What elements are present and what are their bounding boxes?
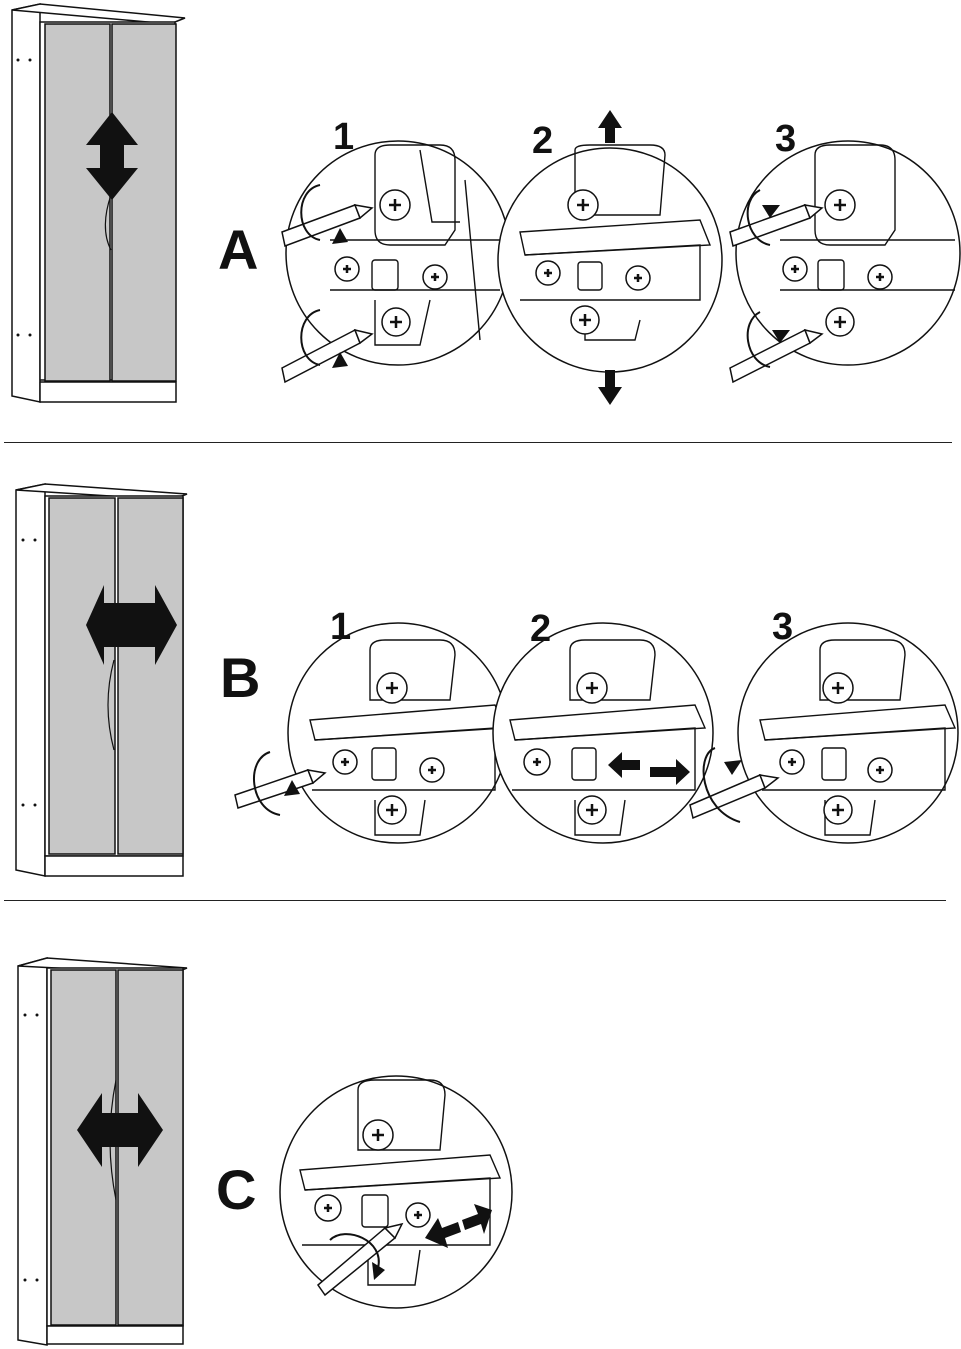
step-number: 3 bbox=[775, 118, 797, 160]
section-divider bbox=[4, 442, 952, 443]
section-letter: C bbox=[216, 1158, 257, 1221]
left-right-arrow-icon bbox=[425, 1204, 492, 1248]
section-letter: B bbox=[220, 646, 261, 709]
step-number: 2 bbox=[532, 120, 554, 162]
step-number: 2 bbox=[530, 608, 552, 650]
step-number: 3 bbox=[772, 606, 794, 648]
left-right-arrow-icon bbox=[608, 752, 690, 785]
step-number: 1 bbox=[330, 606, 352, 648]
step-number: 1 bbox=[333, 116, 355, 158]
section-divider bbox=[4, 900, 946, 901]
section-letter: A bbox=[218, 218, 259, 281]
